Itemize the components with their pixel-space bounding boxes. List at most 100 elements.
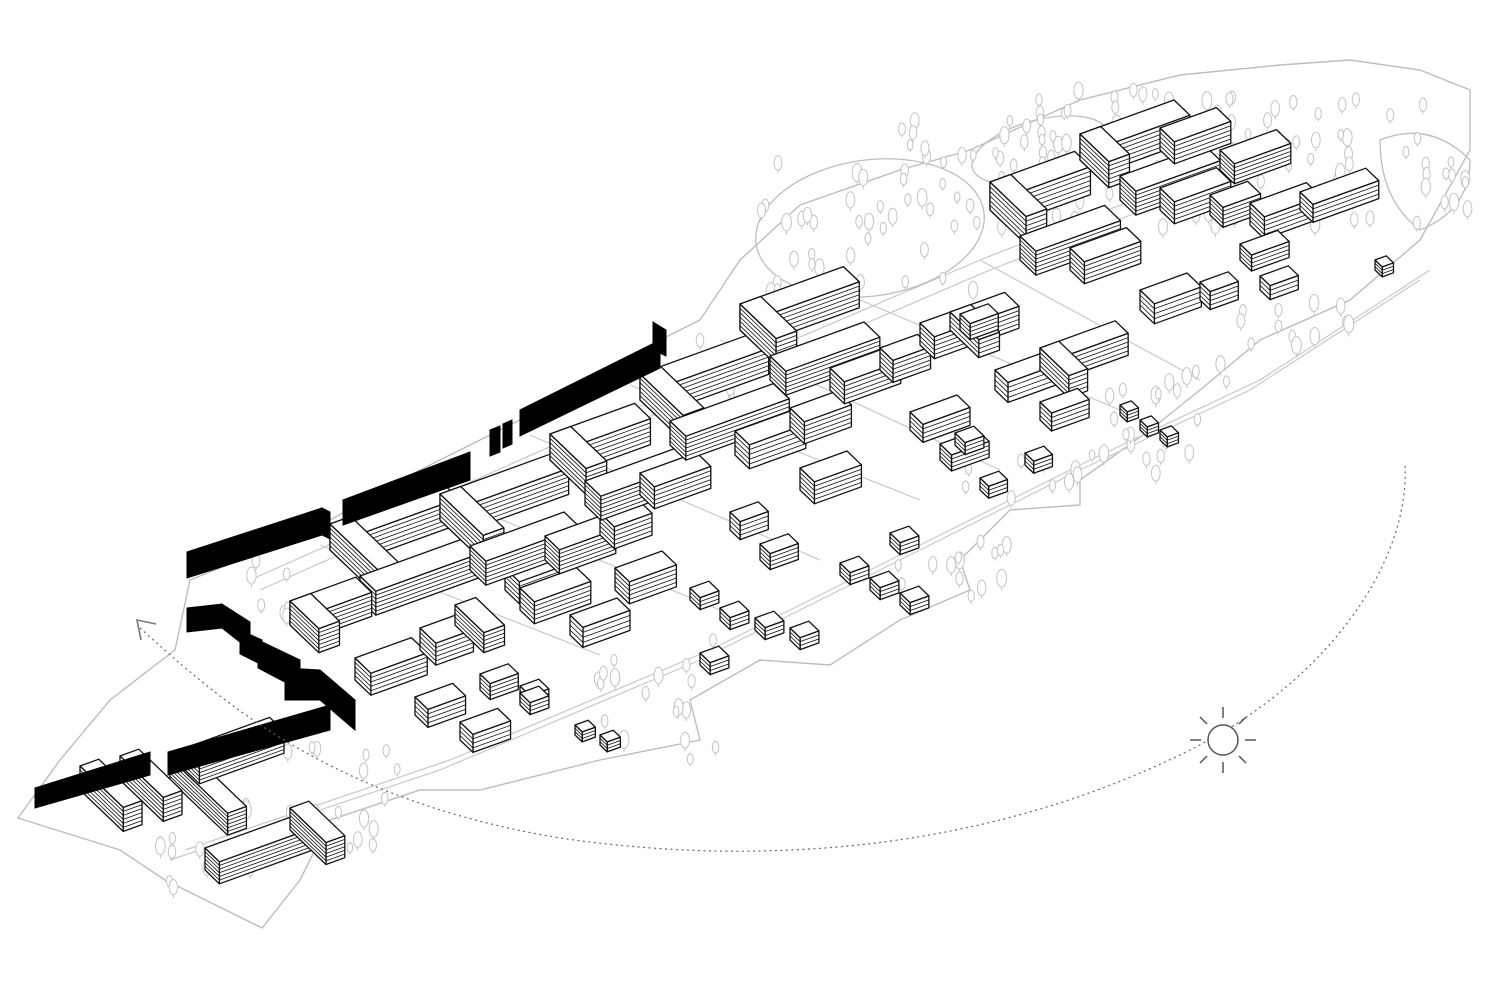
tree [1215, 355, 1226, 376]
tree [898, 122, 906, 138]
tree [393, 763, 401, 777]
tree [919, 241, 929, 260]
existing-building [321, 507, 331, 540]
tree [879, 222, 887, 237]
tree [1063, 103, 1072, 120]
tree [908, 125, 918, 143]
tree [1020, 134, 1029, 152]
building-block [719, 600, 750, 631]
building-block [1139, 415, 1160, 438]
tree [257, 598, 266, 615]
tree [969, 149, 977, 163]
building-block [1299, 167, 1380, 224]
tree [899, 172, 908, 188]
tree [1036, 113, 1045, 128]
tree [1448, 192, 1460, 215]
building-block [869, 570, 900, 601]
existing-building [186, 603, 223, 633]
tree [1314, 107, 1322, 122]
tree [967, 589, 975, 604]
building-block [729, 501, 769, 541]
tree [1049, 130, 1057, 144]
tree [894, 559, 902, 573]
tree [961, 480, 970, 495]
tree [973, 215, 981, 231]
tree [928, 556, 938, 575]
tree [773, 155, 783, 173]
tree [1307, 152, 1315, 167]
building-block [639, 451, 712, 510]
tree [1440, 195, 1449, 212]
tree [283, 743, 293, 763]
tree [1157, 218, 1169, 239]
tree [1335, 297, 1346, 317]
tree [954, 551, 962, 566]
tree [1006, 490, 1016, 509]
tree [1256, 174, 1265, 191]
tree [1111, 100, 1120, 116]
tree [846, 247, 856, 266]
tree [1129, 82, 1138, 100]
building-block [479, 663, 519, 701]
tree [920, 140, 930, 159]
building-block [899, 585, 930, 616]
tree [1310, 131, 1321, 152]
building-block [1069, 226, 1142, 285]
existing-building [342, 451, 471, 526]
tree [346, 842, 354, 855]
tree [709, 633, 717, 649]
tree [1022, 118, 1032, 136]
tree [1061, 133, 1072, 156]
building-block [519, 685, 550, 716]
tree [1151, 88, 1159, 102]
building-block [959, 303, 999, 341]
existing-building [34, 751, 151, 809]
tree [695, 333, 705, 351]
tree [1072, 466, 1083, 486]
building-block [769, 321, 881, 396]
building-block [734, 409, 807, 470]
building-block [1159, 425, 1180, 448]
building-block [1119, 400, 1140, 423]
tree [864, 232, 872, 247]
tree [682, 658, 691, 674]
building-block [754, 610, 785, 641]
building-block [789, 390, 853, 445]
tree [953, 191, 961, 205]
building-block [909, 394, 971, 444]
tree [1236, 313, 1246, 331]
tree [808, 257, 816, 272]
building-block [1199, 271, 1239, 311]
existing-building [519, 339, 661, 437]
tree [1138, 86, 1148, 105]
tree [362, 748, 370, 763]
building-block [1159, 106, 1232, 165]
tree [1201, 91, 1213, 114]
existing-building [167, 704, 331, 776]
tree [1289, 94, 1298, 112]
building-block [454, 596, 506, 654]
tree [858, 168, 869, 189]
building-block [1039, 387, 1090, 432]
tree [282, 567, 291, 583]
tree [380, 791, 389, 807]
tree [246, 566, 257, 588]
tree [1038, 133, 1046, 147]
tree [1341, 128, 1353, 150]
tree [950, 219, 959, 235]
tree [1150, 464, 1161, 485]
building-block [519, 566, 592, 625]
central-park [755, 158, 985, 298]
building-block [354, 636, 428, 696]
tree [1420, 177, 1431, 199]
tree [916, 188, 928, 210]
tree [368, 837, 377, 855]
tree [653, 666, 664, 687]
tree [599, 665, 608, 683]
tree [1292, 135, 1301, 151]
tree [781, 212, 792, 235]
building-block [614, 550, 678, 605]
tree [802, 206, 813, 226]
proposed-buildings [79, 99, 1395, 885]
tree [1009, 158, 1018, 174]
